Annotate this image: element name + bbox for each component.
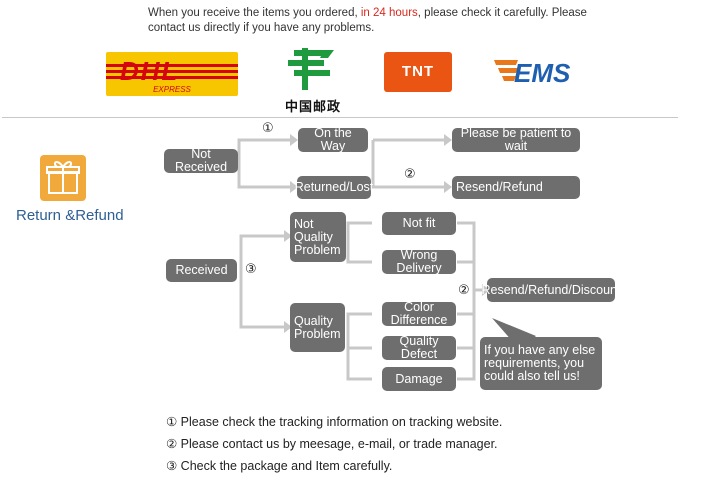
wrong-delivery-box: Wrong Delivery: [382, 249, 456, 275]
section-divider: [2, 117, 678, 118]
note-1: ① Please check the tracking information …: [166, 415, 503, 429]
quality-problem-box: Quality Problem: [290, 303, 345, 352]
resend-refund-discount-box: Resend/Refund/Discount: [482, 278, 621, 302]
notice-suffix: , please check it carefully. Please: [417, 7, 587, 19]
not-fit-box: Not fit: [382, 212, 456, 235]
notice-text: When you receive the items you ordered, …: [148, 6, 618, 36]
step-marker-2-received: ②: [458, 282, 470, 297]
china-post-logo: 中国邮政: [272, 44, 354, 115]
ems-wing-icon: [494, 60, 518, 81]
resend-refund-box: Resend/Refund: [452, 176, 580, 199]
tnt-logo-word: TNT: [401, 63, 435, 80]
returned-lost-box: Returned/Lost: [295, 176, 373, 199]
step-marker-2: ②: [404, 166, 416, 181]
not-quality-problem-box: Not Quality Problem: [290, 212, 346, 262]
damage-box: Damage: [382, 367, 456, 391]
notice-highlight: in 24 hours: [360, 7, 418, 19]
step-marker-1: ①: [262, 120, 274, 135]
notice-line2: contact us directly if you have any prob…: [148, 22, 375, 34]
china-post-text: 中国邮政: [284, 100, 341, 115]
china-post-icon: [288, 48, 334, 90]
return-refund-title: Return &Refund: [16, 207, 124, 224]
gift-box-icon: [40, 155, 86, 201]
received-box: Received: [166, 259, 237, 282]
be-patient-box: Please be patient to wait: [452, 127, 580, 153]
dhl-logo-word: DHL: [120, 56, 180, 86]
on-the-way-box: On the Way: [298, 127, 368, 153]
note-2: ② Please contact us by meesage, e-mail, …: [166, 437, 498, 451]
notice-prefix: When you receive the items you ordered,: [148, 7, 358, 19]
dhl-logo: DHL EXPRESS: [106, 52, 238, 96]
tnt-logo: TNT: [384, 52, 452, 92]
note-3: ③ Check the package and Item carefully.: [166, 459, 393, 473]
requirements-box: If you have any else requirements, you c…: [480, 337, 602, 390]
not-received-box: Not Received: [164, 148, 238, 174]
ems-logo: EMS: [494, 56, 588, 92]
step-marker-3: ③: [245, 261, 257, 276]
color-difference-box: Color Difference: [382, 301, 456, 327]
quality-defect-box: Quality Defect: [382, 335, 456, 361]
dhl-logo-sub: EXPRESS: [153, 85, 191, 94]
ems-logo-word: EMS: [514, 58, 571, 88]
